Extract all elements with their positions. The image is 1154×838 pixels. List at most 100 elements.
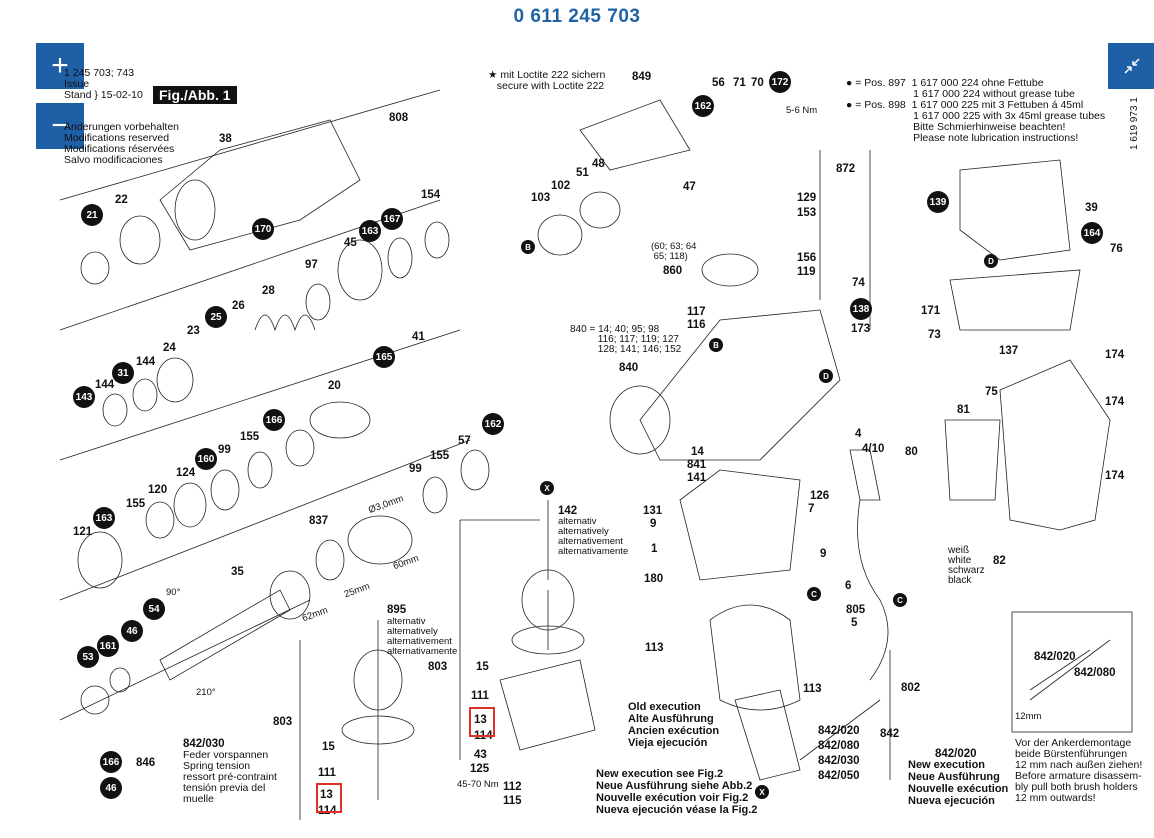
connection-letter-marker: D xyxy=(819,369,833,383)
part-number-label: 155 xyxy=(240,431,260,443)
part-number-label: 35 xyxy=(231,566,244,578)
part-callout-circle: 54 xyxy=(143,598,165,620)
part-number-label: 180 xyxy=(644,573,664,585)
part-number-label: 144 xyxy=(95,379,115,391)
part-callout-circle: 160 xyxy=(195,448,217,470)
part-number-label: 111 xyxy=(471,690,489,702)
part-number-label: 51 xyxy=(576,167,589,179)
part-number-label: 99 xyxy=(409,463,422,475)
part-number-label: 81 xyxy=(957,404,970,416)
part-callout-circle: 53 xyxy=(77,646,99,668)
part-number-label: 802 xyxy=(901,682,921,694)
part-number-label: 113 xyxy=(803,683,822,695)
part-number-label: 6 xyxy=(845,580,852,592)
part-number-label: 842/020 xyxy=(1034,651,1076,663)
loctite-note: ★ mit Loctite 222 sichern secure with Lo… xyxy=(488,69,606,92)
highlight-13-center xyxy=(469,707,495,737)
part-number-label: 28 xyxy=(262,285,275,297)
part-number-label: 131 xyxy=(643,505,663,517)
part-number-label: 15 xyxy=(322,741,335,753)
part-number-label: 14 xyxy=(691,446,704,458)
part-number-label: 842/030 xyxy=(818,755,860,767)
zoom-in-button[interactable]: + xyxy=(36,43,84,89)
part-number-label: 22 xyxy=(115,194,128,206)
dim-12: 12mm xyxy=(1015,711,1042,722)
part-number-label: 119 xyxy=(797,266,816,278)
part-callout-circle: 164 xyxy=(1081,222,1103,244)
part-number-label: 75 xyxy=(985,386,998,398)
part-number-label: 15 xyxy=(476,661,489,673)
part-number-label: 895 xyxy=(387,604,407,616)
alt-895-note: alternativ alternatively alternativement… xyxy=(387,616,458,657)
part-number-label: 808 xyxy=(389,112,409,124)
part-number-label: 115 xyxy=(503,795,522,807)
part-number-label: 126 xyxy=(810,490,830,502)
pos-860-note: (60; 63; 64 65; 118) xyxy=(651,241,697,262)
part-number-label: 103 xyxy=(531,192,551,204)
modification-note: Änderungen vorbehalten Modifications res… xyxy=(64,121,180,166)
connection-letter-marker: X xyxy=(540,481,554,495)
part-callout-circle: 31 xyxy=(112,362,134,384)
part-number-label: 23 xyxy=(187,325,200,337)
old-execution-note: Old execution Alte Ausführung Ancien exé… xyxy=(628,701,720,749)
wire-note: weiß white schwarz black xyxy=(948,545,985,586)
brush-note: Vor der Ankerdemontage beide Bürstenführ… xyxy=(1015,737,1143,804)
fullscreen-button[interactable] xyxy=(1108,43,1154,89)
part-number-label: 155 xyxy=(430,450,450,462)
part-number-label: 872 xyxy=(836,163,856,175)
part-callout-circle: 46 xyxy=(100,777,122,799)
part-number-label: 102 xyxy=(551,180,571,192)
part-number-label: 842/050 xyxy=(818,770,860,782)
part-number-label: 71 xyxy=(733,77,746,89)
part-number-label: 137 xyxy=(999,345,1019,357)
part-number-label: 129 xyxy=(797,192,817,204)
connection-letter-marker: B xyxy=(709,338,723,352)
part-number-label: 80 xyxy=(905,446,918,458)
part-callout-circle: 162 xyxy=(692,95,714,117)
grease-note: ● = Pos. 897 1 617 000 224 ohne Fettube … xyxy=(846,77,1106,144)
part-number-label: 43 xyxy=(474,749,487,761)
part-number-label: 4/10 xyxy=(862,443,885,455)
part-number-label: 5 xyxy=(851,617,858,629)
part-callout-circle: 166 xyxy=(263,409,285,431)
part-number-label: 20 xyxy=(328,380,341,392)
part-callout-circle: 162 xyxy=(482,413,504,435)
part-number-label: 842/020 xyxy=(935,748,977,760)
part-number-label: 111 xyxy=(318,767,336,779)
zoom-out-button[interactable]: − xyxy=(36,103,84,149)
part-number-label: 4 xyxy=(855,428,862,440)
part-number-label: 154 xyxy=(421,189,441,201)
part-number-label: 82 xyxy=(993,555,1006,567)
part-number-label: 57 xyxy=(458,435,471,447)
pos-840-note: 840 = 14; 40; 95; 98 116; 117; 119; 127 … xyxy=(570,324,682,355)
part-callout-circle: 170 xyxy=(252,218,274,240)
part-number-label: 38 xyxy=(219,133,232,145)
part-number-label: 124 xyxy=(176,467,196,479)
connection-letter-marker: D xyxy=(984,254,998,268)
part-number-label: 842/030 xyxy=(183,738,225,750)
torque-125: 45-70 Nm xyxy=(457,779,499,790)
part-number-label: 837 xyxy=(309,515,329,527)
part-number-label: 113 xyxy=(645,642,664,654)
part-number-label: 803 xyxy=(428,661,448,673)
part-number-label: 1 xyxy=(651,543,658,555)
new-execution-note: New execution Neue Ausführung Nouvelle e… xyxy=(908,759,1009,807)
page-title: 0 611 245 703 xyxy=(513,6,641,27)
part-number-label: 156 xyxy=(797,252,817,264)
part-callout-circle: 172 xyxy=(769,71,791,93)
part-number-label: 9 xyxy=(650,518,657,530)
part-callout-circle: 163 xyxy=(93,507,115,529)
spring-note: Feder vorspannen Spring tension ressort … xyxy=(183,749,277,805)
part-callout-circle: 139 xyxy=(927,191,949,213)
part-number-label: 125 xyxy=(470,763,490,775)
part-callout-circle: 165 xyxy=(373,346,395,368)
part-number-label: 45 xyxy=(344,237,357,249)
part-callout-circle: 25 xyxy=(205,306,227,328)
connection-letter-marker: C xyxy=(807,587,821,601)
part-number-label: 174 xyxy=(1105,349,1125,361)
connection-letter-marker: C xyxy=(893,593,907,607)
part-number-label: 121 xyxy=(73,526,93,538)
part-number-label: 56 xyxy=(712,77,725,89)
part-number-label: 76 xyxy=(1110,243,1123,255)
